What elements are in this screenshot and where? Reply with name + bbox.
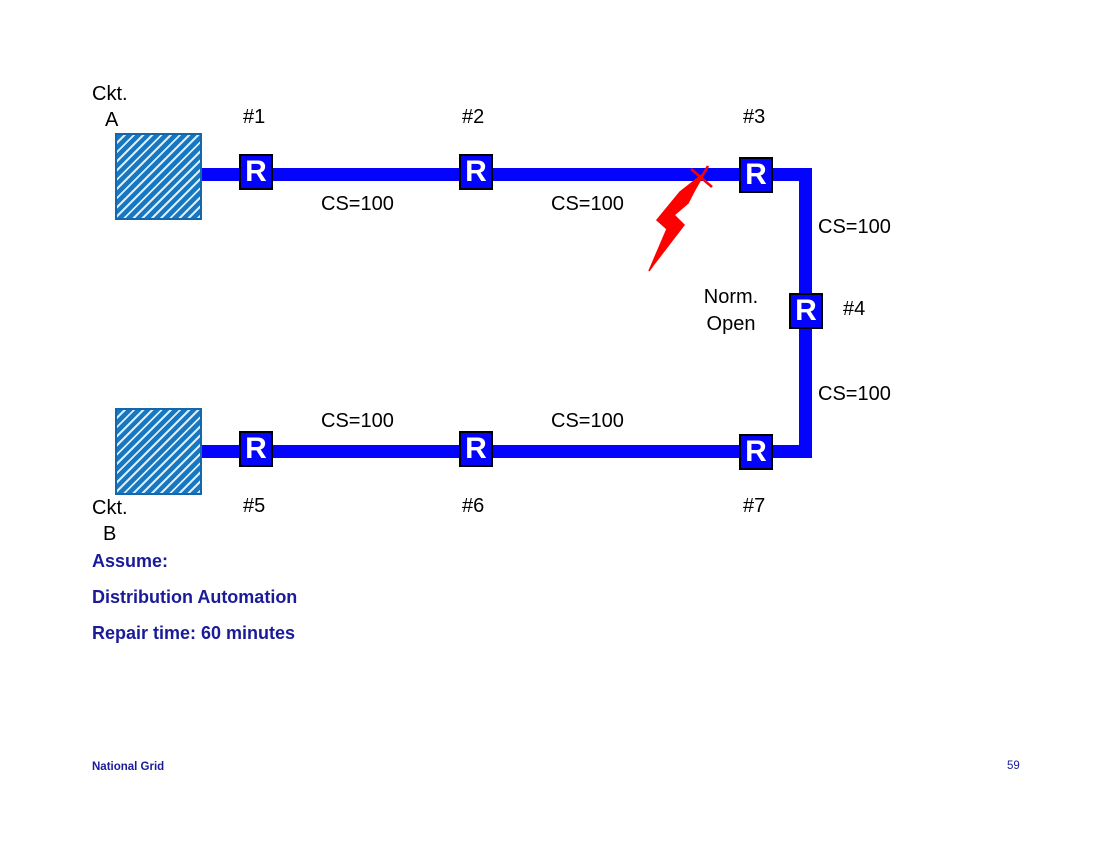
cs-label-bottom-2: CS=100 bbox=[551, 410, 624, 432]
assumption-item-1: Distribution Automation bbox=[92, 587, 298, 607]
normally-open-label: Norm. Open bbox=[696, 284, 766, 338]
recloser-label-1: #1 bbox=[243, 106, 266, 128]
cs-label-right-lower: CS=100 bbox=[818, 383, 891, 405]
cs-label-top-1: CS=100 bbox=[321, 193, 394, 215]
recloser-box-3: R bbox=[739, 157, 773, 193]
recloser-box-1: R bbox=[239, 154, 273, 190]
assumption-item-2: Repair time: 60 minutes bbox=[92, 623, 296, 643]
page-number: 59 bbox=[1007, 760, 1020, 772]
circuit-b-label-line1: Ckt. bbox=[92, 497, 128, 519]
normally-open-line2: Open bbox=[706, 313, 756, 335]
recloser-label-3: #3 bbox=[743, 106, 766, 128]
feeder-line-top bbox=[202, 168, 812, 181]
fault-x-marker bbox=[690, 165, 713, 191]
recloser-box-7: R bbox=[739, 434, 773, 470]
recloser-box-2: R bbox=[459, 154, 493, 190]
fault-lightning-icon bbox=[648, 165, 713, 272]
recloser-box-5: R bbox=[239, 431, 273, 467]
circuit-a-label-line1: Ckt. bbox=[92, 83, 128, 105]
recloser-box-6: R bbox=[459, 431, 493, 467]
substation-a bbox=[115, 133, 202, 220]
recloser-label-2: #2 bbox=[462, 106, 485, 128]
circuit-b-label-line2: B bbox=[103, 523, 117, 545]
recloser-label-7: #7 bbox=[743, 495, 766, 517]
substation-b bbox=[115, 408, 202, 495]
recloser-label-6: #6 bbox=[462, 495, 485, 517]
assumptions-heading: Assume: bbox=[92, 551, 169, 571]
feeder-line-bottom bbox=[202, 445, 812, 458]
cs-label-bottom-1: CS=100 bbox=[321, 410, 394, 432]
recloser-label-5: #5 bbox=[243, 495, 266, 517]
lightning-bolt-shape bbox=[648, 173, 704, 272]
recloser-label-4: #4 bbox=[843, 298, 866, 320]
normally-open-line1: Norm. bbox=[703, 286, 759, 308]
recloser-box-4: R bbox=[789, 293, 823, 329]
cs-label-top-2: CS=100 bbox=[551, 193, 624, 215]
footer-company-name: National Grid bbox=[92, 761, 165, 773]
circuit-a-label-line2: A bbox=[105, 109, 119, 131]
cs-label-right-upper: CS=100 bbox=[818, 216, 891, 238]
